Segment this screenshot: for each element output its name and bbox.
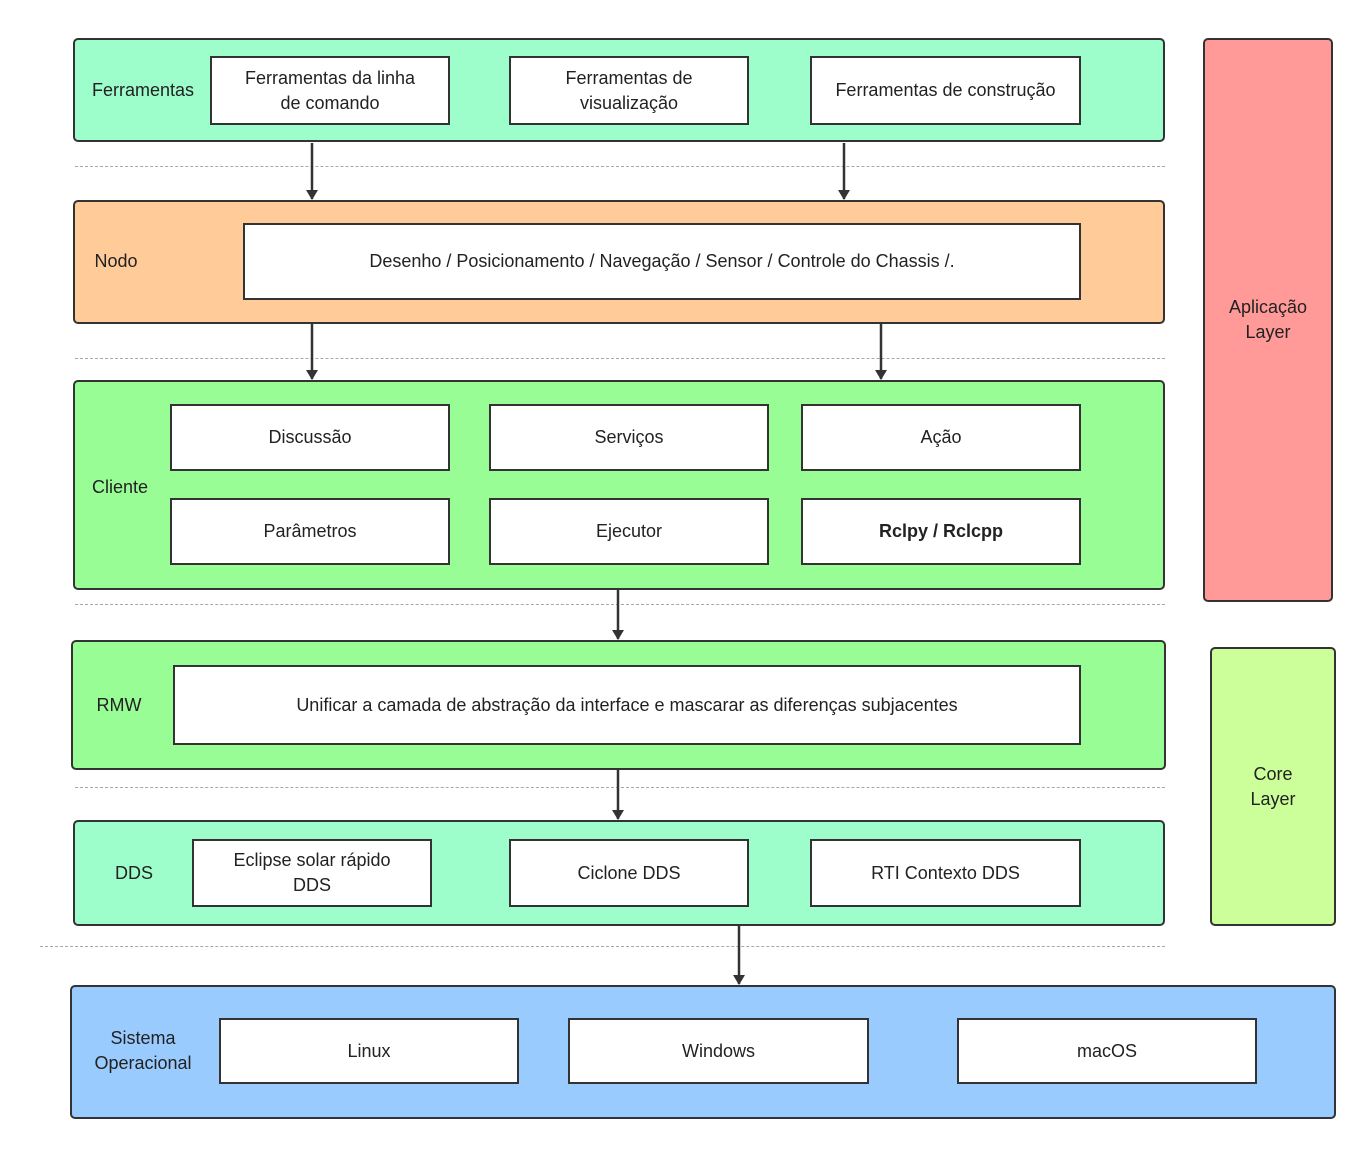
client-box-rclpy-rclcpp: Rclpy / Rclcpp <box>801 498 1081 565</box>
dds-box-fast-dds: Eclipse solar rápido DDS <box>192 839 432 907</box>
os-box-linux: Linux <box>219 1018 519 1084</box>
tool-box-command-line: Ferramentas da linha de comando <box>210 56 450 125</box>
client-box-services: Serviços <box>489 404 769 471</box>
client-box-action: Ação <box>801 404 1081 471</box>
node-box-functions: Desenho / Posicionamento / Navegação / S… <box>243 223 1081 300</box>
layer-tools-label: Ferramentas <box>91 80 195 100</box>
tool-box-visualization: Ferramentas de visualização <box>509 56 749 125</box>
client-box-parameters: Parâmetros <box>170 498 450 565</box>
client-box-executor: Ejecutor <box>489 498 769 565</box>
layer-rmw-label: RMW <box>96 695 142 715</box>
tool-box-build: Ferramentas de construção <box>810 56 1081 125</box>
client-box-topic: Discussão <box>170 404 450 471</box>
dds-box-cyclone-dds: Ciclone DDS <box>509 839 749 907</box>
separator-line <box>75 787 1165 788</box>
dds-box-rti-connext-dds: RTI Contexto DDS <box>810 839 1081 907</box>
layer-node-label: Nodo <box>94 251 138 271</box>
os-box-windows: Windows <box>568 1018 869 1084</box>
separator-line <box>75 166 1165 167</box>
application-layer-block: Aplicação Layer <box>1203 38 1333 602</box>
rmw-box-abstraction: Unificar a camada de abstração da interf… <box>173 665 1081 745</box>
separator-line <box>40 946 1165 947</box>
separator-line <box>75 604 1165 605</box>
layer-dds-label: DDS <box>114 863 153 883</box>
separator-line <box>75 358 1165 359</box>
core-layer-block: Core Layer <box>1210 647 1336 926</box>
os-box-macos: macOS <box>957 1018 1257 1084</box>
layer-client-label: Cliente <box>91 477 149 497</box>
layer-os-label: Sistema Operacional <box>94 1028 192 1073</box>
